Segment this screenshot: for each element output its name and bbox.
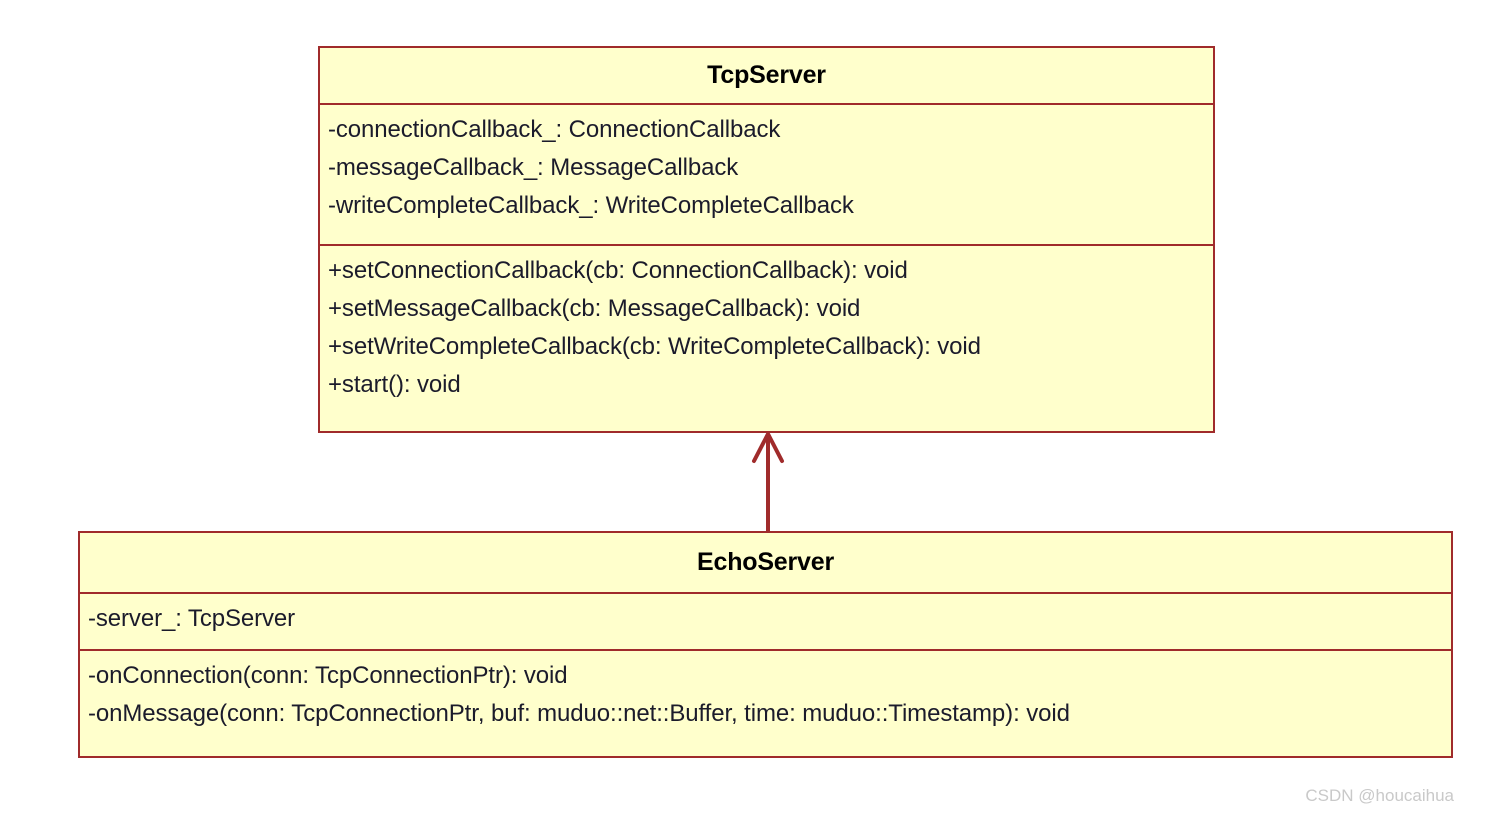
- operation-row: +setWriteCompleteCallback(cb: WriteCompl…: [328, 333, 981, 360]
- operation-row: -onConnection(conn: TcpConnectionPtr): v…: [88, 662, 568, 689]
- class-box-tcpserver[interactable]: TcpServer -connectionCallback_: Connecti…: [318, 46, 1215, 433]
- operations-compartment-tcpserver: +setConnectionCallback(cb: ConnectionCal…: [320, 244, 1213, 431]
- attribute-row: -writeCompleteCallback_: WriteCompleteCa…: [328, 192, 854, 219]
- operation-row: +start(): void: [328, 371, 461, 398]
- class-box-echoserver[interactable]: EchoServer -server_: TcpServer -onConnec…: [78, 531, 1453, 758]
- operation-row: +setMessageCallback(cb: MessageCallback)…: [328, 295, 861, 322]
- generalization-arrow-icon: [752, 429, 784, 539]
- attribute-row: -connectionCallback_: ConnectionCallback: [328, 116, 781, 143]
- attributes-compartment-tcpserver: -connectionCallback_: ConnectionCallback…: [320, 103, 1213, 244]
- class-name-tcpserver: TcpServer: [707, 61, 826, 89]
- attribute-row: -server_: TcpServer: [88, 605, 296, 632]
- operation-row: -onMessage(conn: TcpConnectionPtr, buf: …: [88, 700, 1070, 727]
- watermark-text: CSDN @houcaihua: [1305, 786, 1454, 805]
- operations-compartment-echoserver: -onConnection(conn: TcpConnectionPtr): v…: [80, 649, 1451, 756]
- operation-row: +setConnectionCallback(cb: ConnectionCal…: [328, 257, 908, 284]
- attributes-compartment-echoserver: -server_: TcpServer: [80, 592, 1451, 649]
- class-name-echoserver: EchoServer: [697, 548, 834, 576]
- attribute-row: -messageCallback_: MessageCallback: [328, 154, 739, 181]
- generalization-arrowhead: [752, 429, 784, 463]
